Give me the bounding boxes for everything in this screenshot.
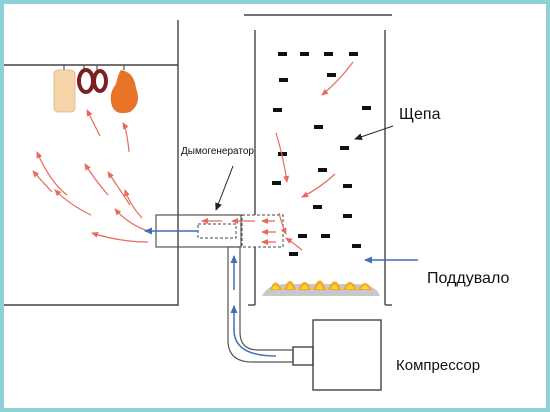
compressor	[292, 319, 382, 391]
smoking-chamber	[4, 20, 179, 306]
cheese-icon	[53, 69, 76, 113]
flame-icon	[272, 285, 279, 289]
smoke-generator-label: Дымогенератор	[181, 146, 254, 157]
flame-icon	[287, 284, 293, 289]
chip-icon	[289, 252, 298, 256]
chip-icon	[343, 214, 352, 218]
chip-icon	[321, 234, 330, 238]
smoke-generator-pointer	[215, 165, 234, 211]
flame-icon	[361, 285, 369, 289]
hook-icon	[63, 65, 125, 71]
chip-icon	[300, 52, 309, 56]
hopper-smoke-arrows	[275, 61, 354, 251]
sausage-icon	[77, 68, 95, 94]
chip-icon	[324, 52, 333, 56]
chip-icon	[278, 152, 287, 156]
chip-icon	[343, 184, 352, 188]
air-tube-flow-arrow	[230, 305, 277, 357]
sausage-icon	[92, 69, 108, 93]
wood-chips	[272, 52, 371, 256]
air-intake-label: Поддувало	[427, 270, 510, 287]
chip-icon	[352, 244, 361, 248]
smoke-flow-arrows	[32, 109, 149, 243]
chip-icon	[318, 168, 327, 172]
chip-icon	[314, 125, 323, 129]
chip-icon	[327, 73, 336, 77]
flame-icon	[316, 284, 323, 289]
chips-pointer	[354, 125, 394, 141]
chip-icon	[278, 52, 287, 56]
chips-label: Щепа	[399, 106, 441, 123]
compressor-label: Компрессор	[396, 357, 481, 374]
chip-icon	[349, 52, 358, 56]
flame-icon	[301, 284, 308, 289]
chip-icon	[340, 146, 349, 150]
chip-icon	[298, 234, 307, 238]
flames	[270, 280, 372, 290]
flame-icon	[331, 284, 338, 289]
hung-products	[53, 65, 138, 114]
pipe-smoke-arrows	[201, 218, 276, 245]
chip-icon	[313, 205, 322, 209]
air-tube	[227, 246, 294, 363]
smoke-generator-hopper	[244, 14, 392, 306]
chip-icon	[279, 78, 288, 82]
flame-icon	[346, 284, 354, 289]
chip-icon	[272, 181, 281, 185]
chip-icon	[273, 108, 282, 112]
chip-icon	[362, 106, 371, 110]
nozzle	[197, 223, 237, 239]
meat-icon	[110, 70, 138, 114]
